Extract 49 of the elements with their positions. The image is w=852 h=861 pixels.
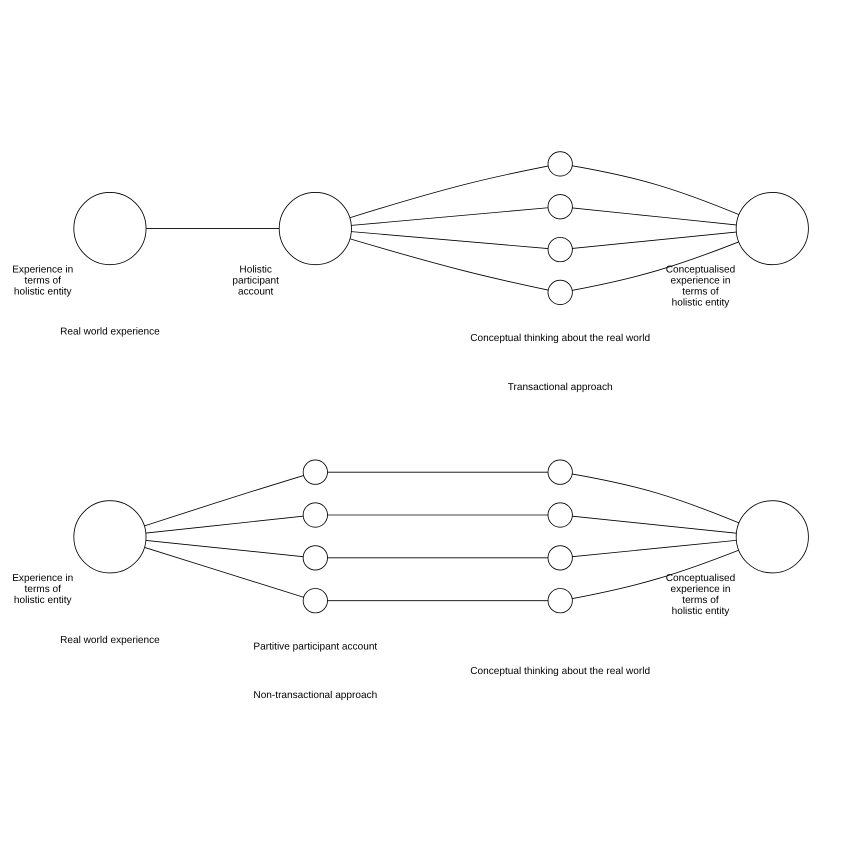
connector bbox=[327, 556, 548, 558]
connector bbox=[349, 165, 548, 218]
connector bbox=[572, 164, 740, 215]
node-circle bbox=[736, 500, 809, 573]
label: Partitive participant account bbox=[253, 640, 378, 652]
connector bbox=[146, 515, 304, 533]
node-label: Conceptualised experience in terms of holistic entity bbox=[666, 264, 736, 308]
node-circle bbox=[548, 544, 573, 570]
label: Real world experience bbox=[60, 634, 160, 646]
node-circle bbox=[73, 192, 146, 265]
node-label: Experience in terms of holistic entity bbox=[12, 264, 74, 298]
node-circle bbox=[548, 588, 573, 613]
connector bbox=[572, 549, 739, 598]
node-circle bbox=[548, 194, 573, 219]
node-circle bbox=[548, 459, 573, 484]
node-circle bbox=[548, 279, 573, 304]
node-label: Conceptualised experience in terms of holistic entity bbox=[666, 572, 736, 616]
label: Non-transactional approach bbox=[253, 690, 378, 701]
node-circle bbox=[736, 192, 809, 265]
node-circle bbox=[302, 459, 328, 484]
connector bbox=[572, 473, 740, 523]
node-circle bbox=[302, 544, 328, 570]
connector bbox=[350, 238, 548, 290]
connector bbox=[351, 230, 548, 248]
node-label: Holistic participant account bbox=[232, 264, 279, 298]
connector bbox=[144, 474, 304, 526]
connector bbox=[327, 600, 548, 601]
label: Real world experience bbox=[60, 326, 160, 337]
connector bbox=[146, 540, 304, 557]
node-circle bbox=[73, 500, 146, 573]
connector bbox=[572, 241, 739, 290]
label: Conceptual thinking about the real world bbox=[470, 665, 650, 676]
node-circle bbox=[302, 502, 328, 528]
connector bbox=[144, 546, 304, 598]
node-label: Experience in terms of holistic entity bbox=[12, 572, 74, 606]
connector bbox=[327, 514, 548, 515]
connector bbox=[572, 539, 737, 557]
node-circle bbox=[548, 236, 573, 262]
connector bbox=[572, 206, 737, 225]
node-circle bbox=[302, 588, 328, 613]
connector bbox=[572, 231, 737, 248]
connector bbox=[351, 206, 548, 226]
node-circle bbox=[548, 502, 573, 528]
connector bbox=[572, 515, 737, 534]
label: Transactional approach bbox=[508, 381, 613, 392]
connector bbox=[327, 471, 548, 472]
node-circle bbox=[548, 150, 573, 176]
label: Conceptual thinking about the real world bbox=[470, 332, 650, 344]
node-circle bbox=[278, 192, 352, 265]
